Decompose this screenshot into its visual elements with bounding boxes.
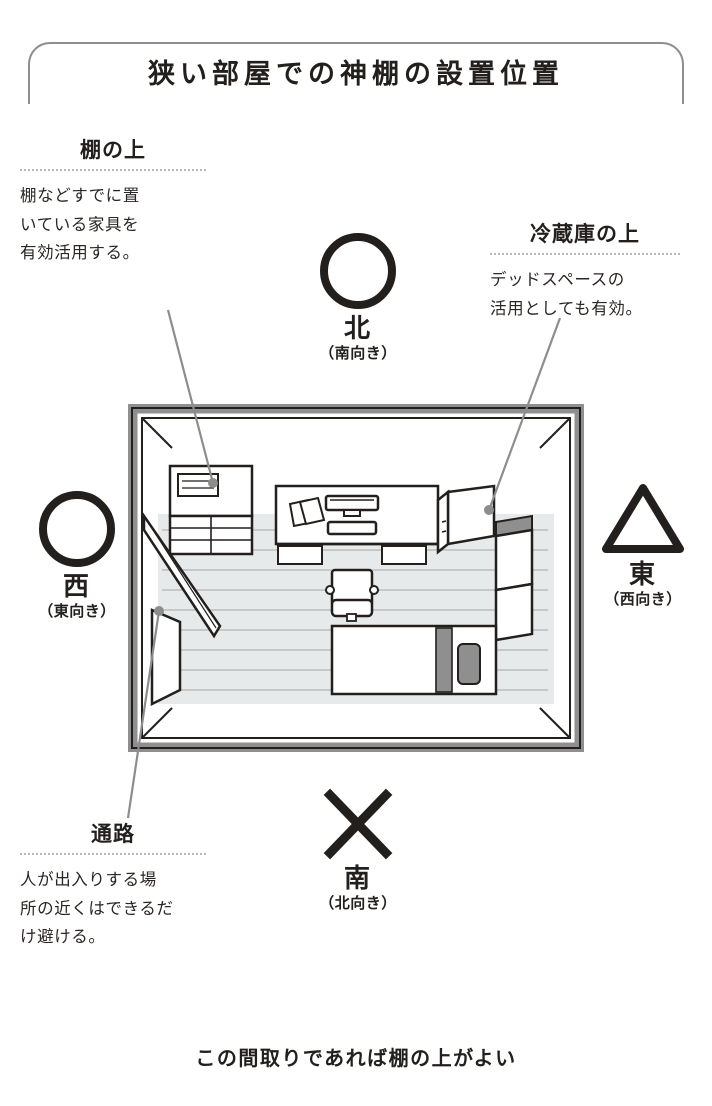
entrance-door: [150, 608, 182, 707]
annotation-shelf: 棚の上 棚などすでに置 いている家具を 有効活用する。: [20, 138, 206, 267]
office-chair: [325, 568, 379, 622]
window: [494, 514, 534, 642]
cross-icon: [288, 784, 428, 864]
annotation-aisle-body: 人が出入りする場 所の近くはできるだ け避ける。: [20, 866, 206, 951]
compass-east: 東 （西向き）: [578, 478, 708, 609]
circle-icon: [12, 486, 142, 572]
annotation-refrigerator-heading: 冷蔵庫の上: [530, 223, 640, 246]
annotation-shelf-body-line: いている家具を: [20, 215, 140, 234]
annotation-shelf-body: 棚などすでに置 いている家具を 有効活用する。: [20, 182, 206, 267]
annotation-aisle: 通路 人が出入りする場 所の近くはできるだ け避ける。: [20, 822, 206, 951]
pillow: [457, 643, 481, 685]
compass-west-facing: （東向き）: [38, 602, 116, 620]
annotation-refrigerator-body-line: デッドスペースの: [490, 271, 625, 290]
annotation-refrigerator-body-line: 活用としても有効。: [490, 299, 643, 318]
compass-east-facing: （西向き）: [604, 590, 682, 608]
compass-south-kanji: 南: [343, 863, 372, 893]
papers: [288, 496, 326, 528]
bottom-caption: この間取りであれば棚の上がよい: [195, 1048, 517, 1070]
triangle-icon: [578, 478, 708, 560]
closet-door: [142, 511, 222, 639]
compass-south-facing: （北向き）: [319, 894, 397, 912]
room-floor-plan: [128, 404, 584, 752]
annotation-refrigerator: 冷蔵庫の上 デッドスペースの 活用としても有効。: [490, 222, 680, 323]
annotation-aisle-divider: [20, 853, 206, 857]
circle-icon: [288, 228, 428, 314]
compass-north-kanji: 北: [343, 313, 372, 343]
compass-south: 南 （北向き）: [288, 784, 428, 913]
annotation-shelf-body-line: 棚などすでに置: [20, 187, 140, 206]
annotation-shelf-heading: 棚の上: [80, 139, 146, 162]
refrigerator: [436, 484, 496, 555]
annotation-shelf-body-line: 有効活用する。: [20, 244, 140, 262]
compass-north: 北 （南向き）: [288, 228, 428, 363]
monitor: [324, 494, 380, 517]
compass-west-kanji: 西: [62, 571, 91, 601]
page-title: 狭い部屋での神棚の設置位置: [148, 59, 564, 89]
compass-east-kanji: 東: [628, 559, 657, 589]
annotation-aisle-heading: 通路: [91, 823, 135, 846]
annotation-aisle-body-line: 所の近くはできるだ: [20, 899, 174, 918]
shelf-unit: [168, 464, 254, 556]
annotation-refrigerator-body: デッドスペースの 活用としても有効。: [490, 266, 680, 323]
annotation-aisle-body-line: け避ける。: [20, 928, 106, 946]
bed: [330, 624, 498, 696]
compass-west: 西 （東向き）: [12, 486, 142, 621]
annotation-refrigerator-divider: [490, 253, 680, 257]
annotation-aisle-body-line: 人が出入りする場: [20, 871, 157, 890]
compass-north-facing: （南向き）: [319, 344, 397, 362]
room-walls: [128, 404, 584, 752]
annotation-shelf-divider: [20, 169, 206, 173]
keyboard: [326, 520, 378, 536]
title-card: [28, 42, 684, 104]
